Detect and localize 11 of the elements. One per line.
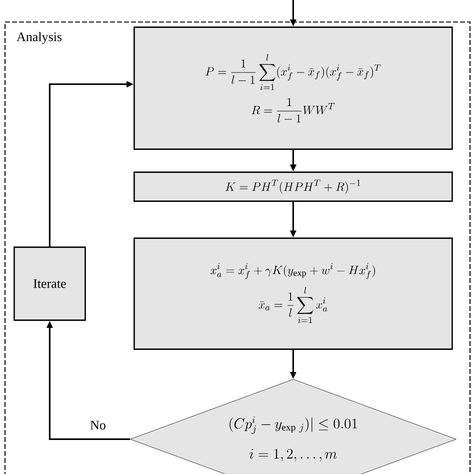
process-box: $K=PH^T(HPH^T+R)^{-1}$ (134, 172, 453, 202)
condition-text: $(Cp_j^i-y_{\mathrm{exp}\ j})|\leq 0.01$ (230, 416, 357, 434)
process-box: $x_a^i=x_f^i+\gamma K(y_{\mathrm{exp}}+w^i-Hx_f^i)$ $\bar{x}_a=\frac{1}{l}\sum_{i=1}^{l}x_a^i$ (134, 238, 453, 350)
condition-text: $i=1,2,\ldots,m$ (250, 448, 337, 462)
decision-diamond (130, 379, 456, 474)
section-label: Analysis (16, 32, 62, 44)
box-label: Iterate (34, 279, 66, 288)
edge-label: No (90, 420, 106, 430)
process-box (14, 246, 86, 321)
process-box: $P=\frac{1}{l-1}\sum_{i=1}^{l}(x_f^i-\bar{x}_f)(x_f^i-\bar{x}_f)^T$ $R=\frac{1}{l-1}WW^T$ (134, 26, 453, 150)
dashed-frame (4, 21, 471, 474)
